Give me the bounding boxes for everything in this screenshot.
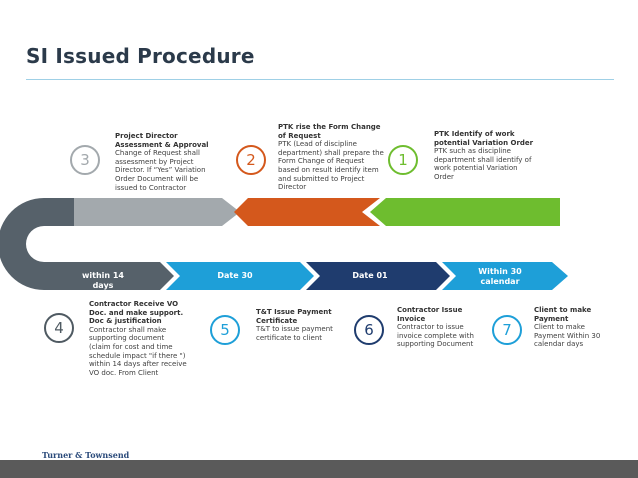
step-circle-5: 5 [210, 315, 240, 345]
step-7-text: Client to make Payment Client to make Pa… [534, 306, 606, 349]
step-1-heading: PTK Identify of work potential Variation… [434, 130, 534, 147]
arrow-step4 [74, 262, 174, 290]
step-2-body: PTK (Lead of discipline department) shal… [278, 140, 384, 192]
page-title: SI Issued Procedure [26, 44, 255, 68]
step-3-body: Change of Request shall assessment by Pr… [115, 149, 206, 192]
step-4-text: Contractor Receive VO Doc. and make supp… [89, 300, 187, 377]
arrow-step5 [166, 262, 314, 290]
step-7-body: Client to make Payment Within 30 calenda… [534, 323, 601, 349]
arrow-step3 [74, 198, 240, 226]
step-1-text: PTK Identify of work potential Variation… [434, 130, 538, 182]
step-3-heading: Project Director Assessment & Approval [115, 132, 209, 149]
flow-uturn [0, 198, 74, 290]
step-2-heading: PTK rise the Form Change of Request [278, 123, 381, 140]
footer-bar [0, 460, 638, 478]
step-1-body: PTK such as discipline department shall … [434, 147, 532, 181]
step-6-text: Contractor Issue Invoice Contractor to i… [397, 306, 481, 349]
step-2-text: PTK rise the Form Change of Request PTK … [278, 123, 386, 192]
step-circle-6: 6 [354, 315, 384, 345]
step-circle-2: 2 [236, 145, 266, 175]
step-6-body: Contractor to issue invoice complete wit… [397, 323, 474, 349]
step-circle-4: 4 [44, 313, 74, 343]
arrow-label-date-30: Date 30 [217, 271, 253, 280]
arrow-step1 [370, 198, 560, 226]
arrow-label-within-30-days: Within 30 calendar days [478, 267, 522, 287]
step-6-heading: Contractor Issue Invoice [397, 306, 463, 323]
step-5-heading: T&T Issue Payment Certificate [256, 308, 332, 325]
step-circle-3: 3 [70, 145, 100, 175]
step-circle-1: 1 [388, 145, 418, 175]
arrow-label-date-01: Date 01 [352, 271, 388, 280]
step-7-heading: Client to make Payment [534, 306, 592, 323]
step-circle-7: 7 [492, 315, 522, 345]
step-4-heading: Contractor Receive VO Doc. and make supp… [89, 300, 184, 326]
title-divider [26, 79, 614, 80]
arrow-step7 [442, 262, 568, 290]
step-5-body: T&T to issue payment certificate to clie… [256, 325, 333, 342]
arrow-label-within-14-days: within 14 days [81, 271, 124, 290]
process-flow [0, 198, 568, 290]
company-logo: Turner & Townsend [42, 450, 130, 460]
step-5-text: T&T Issue Payment Certificate T&T to iss… [256, 308, 342, 342]
step-3-text: Project Director Assessment & Approval C… [115, 132, 221, 192]
step-4-body: Contractor shall make supporting documen… [89, 325, 187, 377]
arrow-step6 [306, 262, 450, 290]
arrow-step2 [234, 198, 380, 226]
